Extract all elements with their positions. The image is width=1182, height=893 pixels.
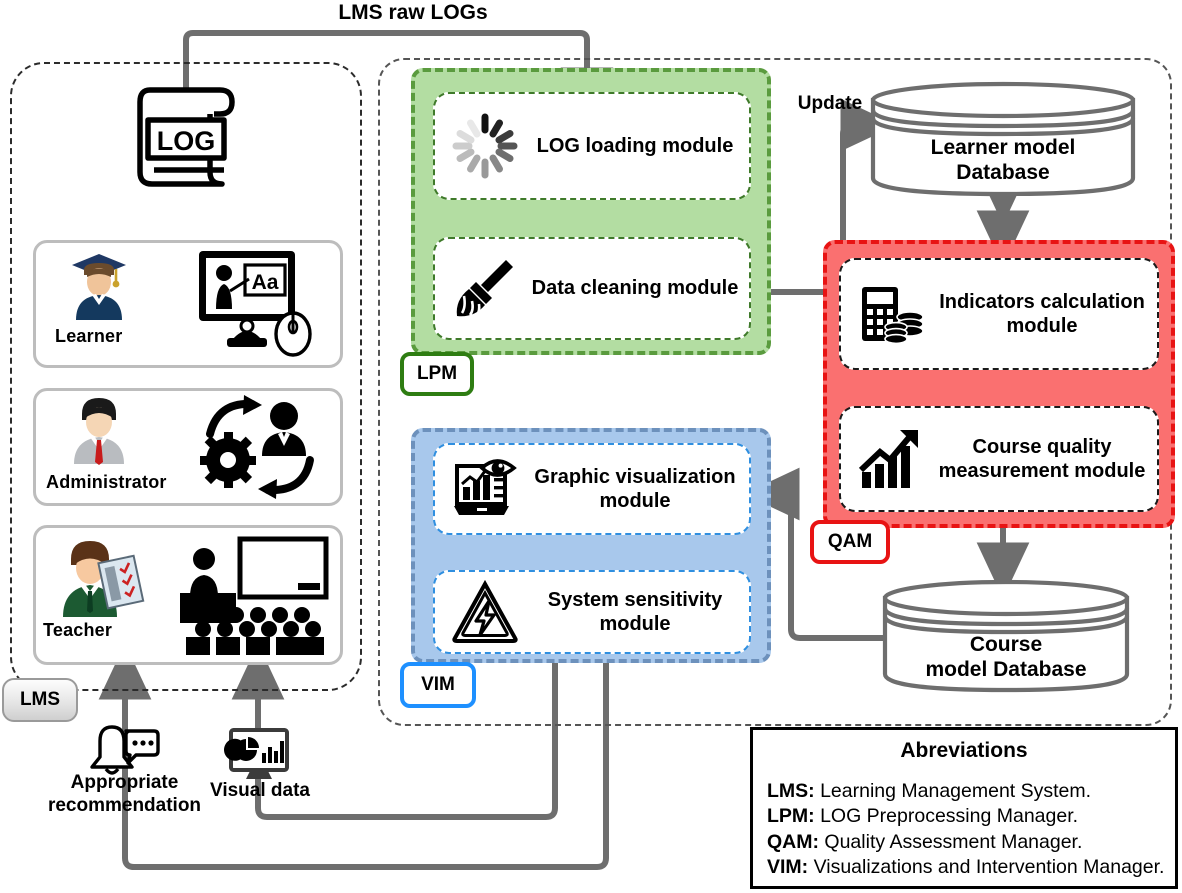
abbreviations-list: LMS: Learning Management System. LPM: LO…	[767, 779, 1175, 880]
admin-avatar-icon	[68, 392, 130, 465]
module-indicators-calculation[interactable]: Indicators calculation module	[839, 258, 1159, 370]
svg-text:Aa: Aa	[252, 271, 279, 294]
notification-bell-chat-icon	[88, 723, 160, 787]
graduate-avatar-icon	[68, 250, 130, 320]
calculator-coins-icon	[855, 278, 927, 350]
abbreviation-item-qam: QAM: Quality Assessment Manager.	[767, 830, 1083, 853]
module-course-quality[interactable]: Course quality measurement module	[839, 406, 1159, 512]
log-scroll-icon: LOG	[128, 82, 244, 192]
lms-boundary	[10, 62, 362, 691]
e-learning-monitor-icon: Aa	[193, 247, 317, 357]
module-label-log-loading: LOG loading module	[536, 134, 734, 157]
module-system-sensitivity[interactable]: System sensitivity module	[433, 570, 751, 654]
growth-bar-chart-icon	[855, 423, 927, 495]
spinner-loading-icon	[449, 110, 521, 182]
module-label-course-quality: Course quality measurement module	[938, 435, 1146, 482]
tag-lpm: LPM	[400, 352, 474, 396]
module-label-system-sensitivity: System sensitivity module	[547, 588, 723, 635]
warning-bolt-icon	[449, 576, 521, 648]
module-label-data-cleaning: Data cleaning module	[531, 277, 739, 300]
dashboard-eye-icon	[449, 453, 521, 525]
gear-user-cycle-icon	[200, 394, 320, 500]
abbreviations-box: Abreviations LMS: Learning Management Sy…	[750, 727, 1178, 889]
monitor-charts-icon	[224, 727, 290, 783]
module-graphic-visualization[interactable]: Graphic visualization module	[433, 443, 751, 535]
module-label-graphic-visualization: Graphic visualization module	[534, 465, 736, 512]
top-title-label: LMS raw LOGs	[338, 1, 488, 24]
module-data-cleaning[interactable]: Data cleaning module	[433, 237, 751, 340]
module-label-indicators-calculation: Indicators calculation module	[939, 290, 1145, 337]
actor-label-administrator: Administrator	[46, 472, 167, 492]
lms-badge: LMS	[2, 678, 78, 722]
tag-vim: VIM	[400, 662, 476, 708]
teacher-avatar-icon	[55, 535, 145, 617]
abbreviation-item-vim: VIM: Visualizations and Intervention Man…	[767, 856, 1165, 879]
actor-label-learner: Learner	[55, 326, 123, 346]
classroom-icon	[180, 535, 329, 657]
edge-label-visual-data: Visual data	[210, 780, 310, 801]
broom-icon	[449, 253, 521, 325]
edge-label-update: Update	[797, 93, 863, 114]
actor-label-teacher: Teacher	[43, 620, 113, 640]
tag-qam: QAM	[810, 520, 890, 564]
svg-text:LOG: LOG	[157, 126, 216, 156]
abbreviations-title: Abreviations	[900, 739, 1028, 762]
module-log-loading[interactable]: LOG loading module	[433, 92, 751, 200]
abbreviation-item-lms: LMS: Learning Management System.	[767, 780, 1092, 802]
abbreviation-item-lpm: LPM: LOG Preprocessing Manager.	[767, 805, 1079, 828]
